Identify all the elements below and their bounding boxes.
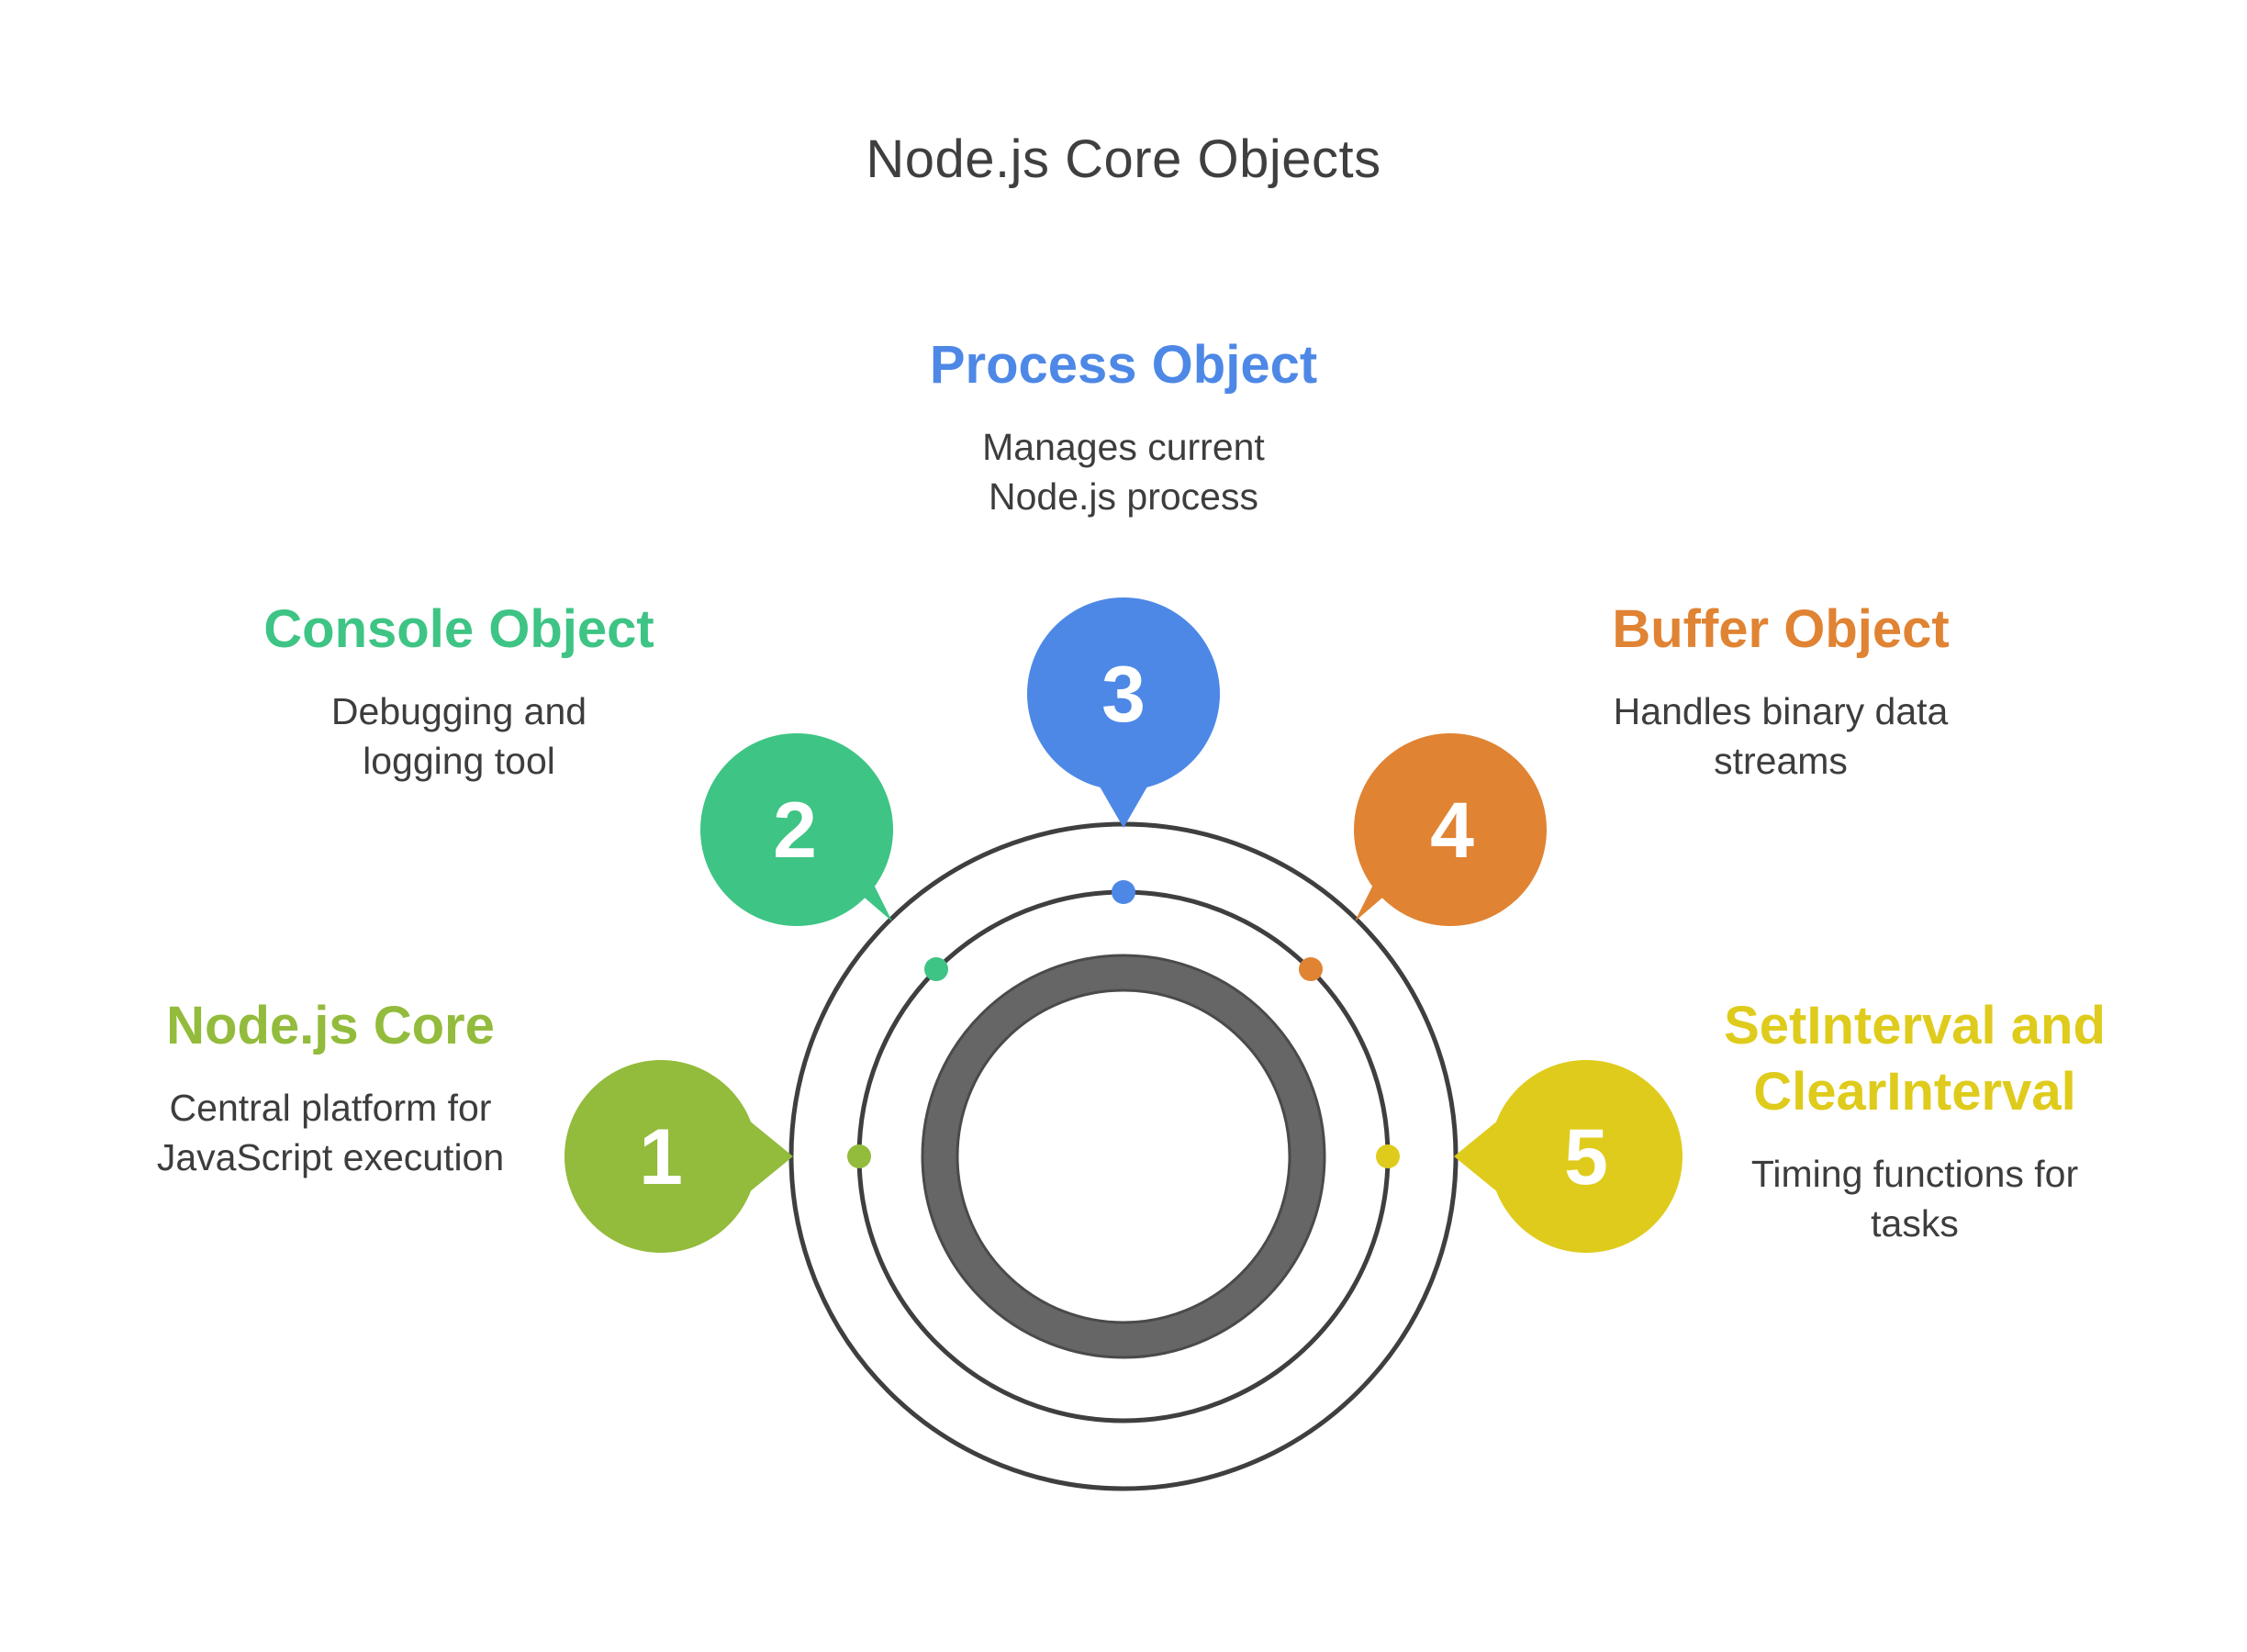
item-3-label: Process Object Manages current Node.js p… (885, 332, 1362, 521)
item-1-dot (847, 1144, 871, 1168)
item-2-dot (924, 957, 948, 981)
item-1-heading: Node.js Core (166, 996, 495, 1055)
item-5-heading: SetInterval and ClearInterval (1724, 996, 2106, 1122)
item-2-label: Console Object Debugging and logging too… (220, 597, 698, 786)
core-ring-outline-inner (956, 988, 1291, 1324)
item-4-heading: Buffer Object (1612, 599, 1950, 659)
item-4-label: Buffer Object Handles binary data stream… (1542, 597, 2019, 786)
outer-ring (788, 821, 1459, 1491)
badge-3: 3 (1027, 597, 1220, 828)
badge-4: 4 (1354, 733, 1547, 926)
badge-2: 2 (700, 733, 893, 926)
item-5-dot (1376, 1144, 1400, 1168)
core-ring-outline-outer (921, 954, 1326, 1359)
item-4-dot (1299, 957, 1323, 981)
badge-2-number: 2 (773, 787, 817, 875)
badge-4-number: 4 (1430, 787, 1474, 875)
core-ring (922, 955, 1325, 1357)
item-3-heading: Process Object (929, 335, 1318, 395)
diagram-title: Node.js Core Objects (866, 129, 1381, 189)
badge-1-number: 1 (639, 1113, 683, 1201)
item-4-description: Handles binary data streams (1613, 690, 1949, 782)
badge-5: 5 (1454, 1060, 1682, 1253)
item-3-dot (1112, 880, 1135, 904)
item-1-label: Node.js Core Central platform for JavaSc… (92, 993, 569, 1182)
item-3-description: Manages current Node.js process (982, 426, 1265, 518)
badge-5-number: 5 (1564, 1113, 1608, 1201)
item-2-description: Debugging and logging tool (330, 690, 587, 782)
badge-1: 1 (565, 1060, 793, 1253)
item-2-heading: Console Object (263, 599, 654, 659)
badge-3-number: 3 (1101, 651, 1146, 739)
item-5-label: SetInterval and ClearInterval Timing fun… (1676, 993, 2153, 1248)
item-5-description: Timing functions for tasks (1750, 1153, 2079, 1245)
item-1-description: Central platform for JavaScript executio… (156, 1087, 505, 1178)
